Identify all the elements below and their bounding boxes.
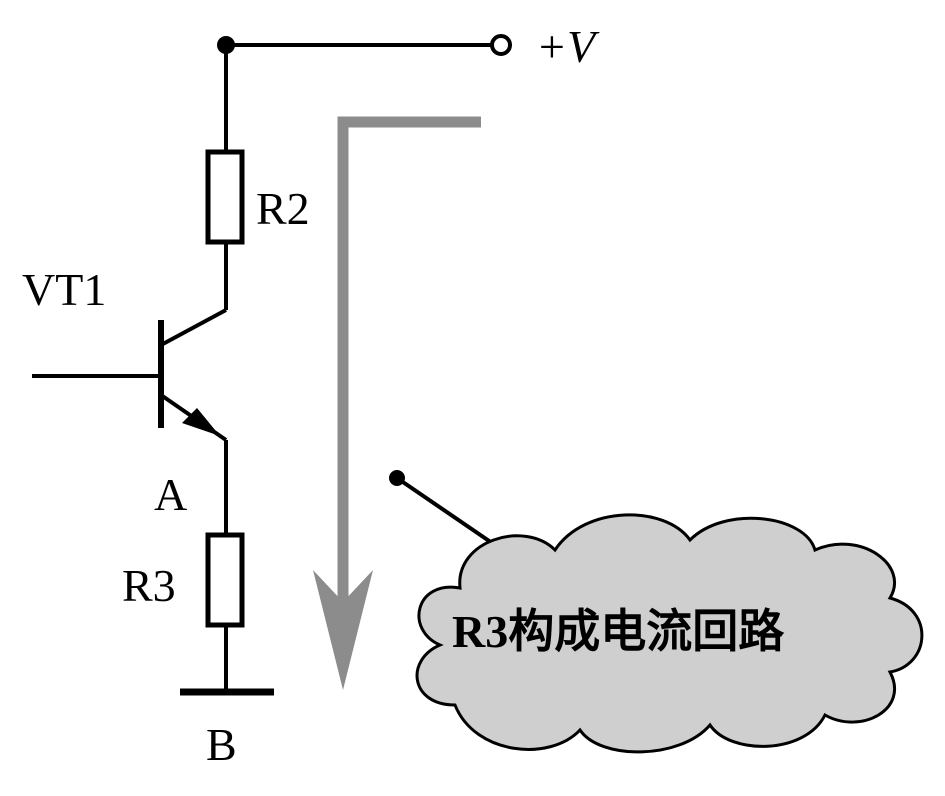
callout-text: R3构成电流回路 [452,606,785,657]
cloud-callout-icon [415,513,924,754]
r3-label: R3 [122,560,176,611]
supply-label: +V [536,21,600,72]
supply-line [217,34,512,56]
r2-label: R2 [256,183,310,234]
resistor-r3-icon [205,532,245,628]
current-flow-arrow-icon [313,116,481,690]
node-b-label: B [206,719,237,770]
resistor-r2-icon [205,149,245,245]
transistor-vt1-icon [32,308,228,442]
supply-terminal-icon [490,34,512,56]
callout-pointer [389,470,497,547]
node-a-label: A [154,469,187,520]
vt1-label: VT1 [22,264,106,315]
